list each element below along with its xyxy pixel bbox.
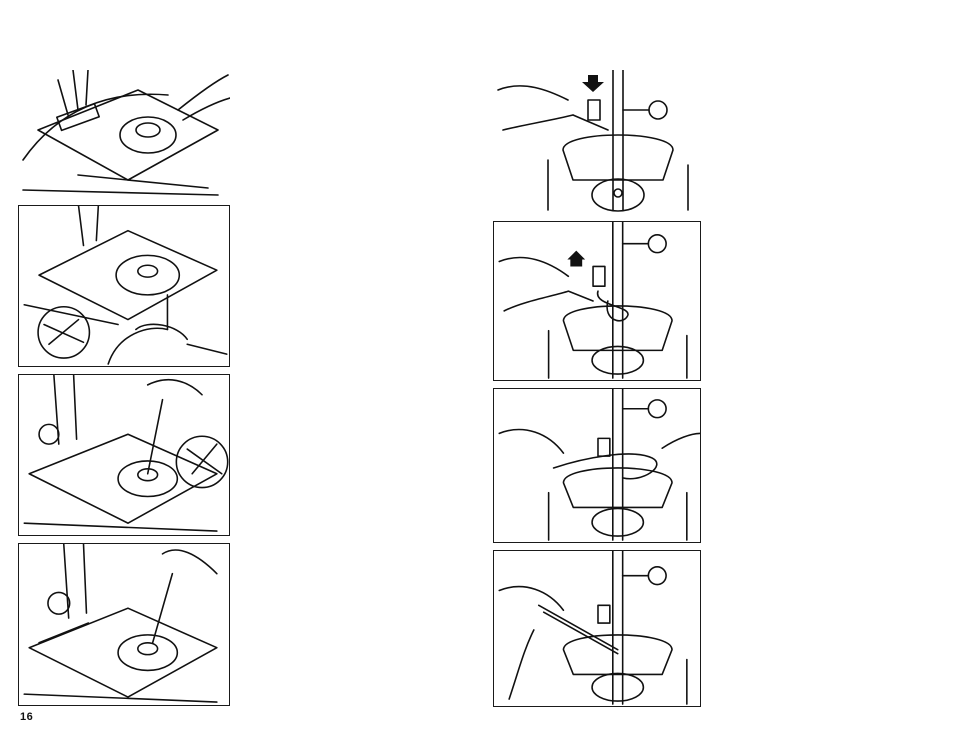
raise-needle-drawing [494, 222, 700, 380]
draw-thread-under-spring-drawing [19, 375, 229, 535]
illustration-thread-into-notch [18, 205, 230, 367]
illustration-raise-needle [493, 221, 701, 381]
illustration-lower-needle [493, 70, 701, 212]
arrow-down-icon [582, 75, 604, 92]
pull-thread-out-drawing [19, 544, 229, 705]
arrow-up-icon [567, 251, 585, 267]
illustration-bobbin-insertion [18, 70, 230, 198]
lower-needle-drawing [493, 70, 701, 212]
illustration-draw-thread-under-spring [18, 374, 230, 536]
illustration-pull-threads-back [493, 550, 701, 707]
loop-bobbin-thread-drawing [494, 389, 700, 542]
page-number: 16 [20, 711, 33, 723]
bobbin-insertion-drawing [18, 70, 230, 198]
illustration-pull-thread-out [18, 543, 230, 706]
illustration-loop-bobbin-thread [493, 388, 701, 543]
thread-into-notch-drawing [19, 206, 229, 366]
pull-threads-back-drawing [494, 551, 700, 706]
